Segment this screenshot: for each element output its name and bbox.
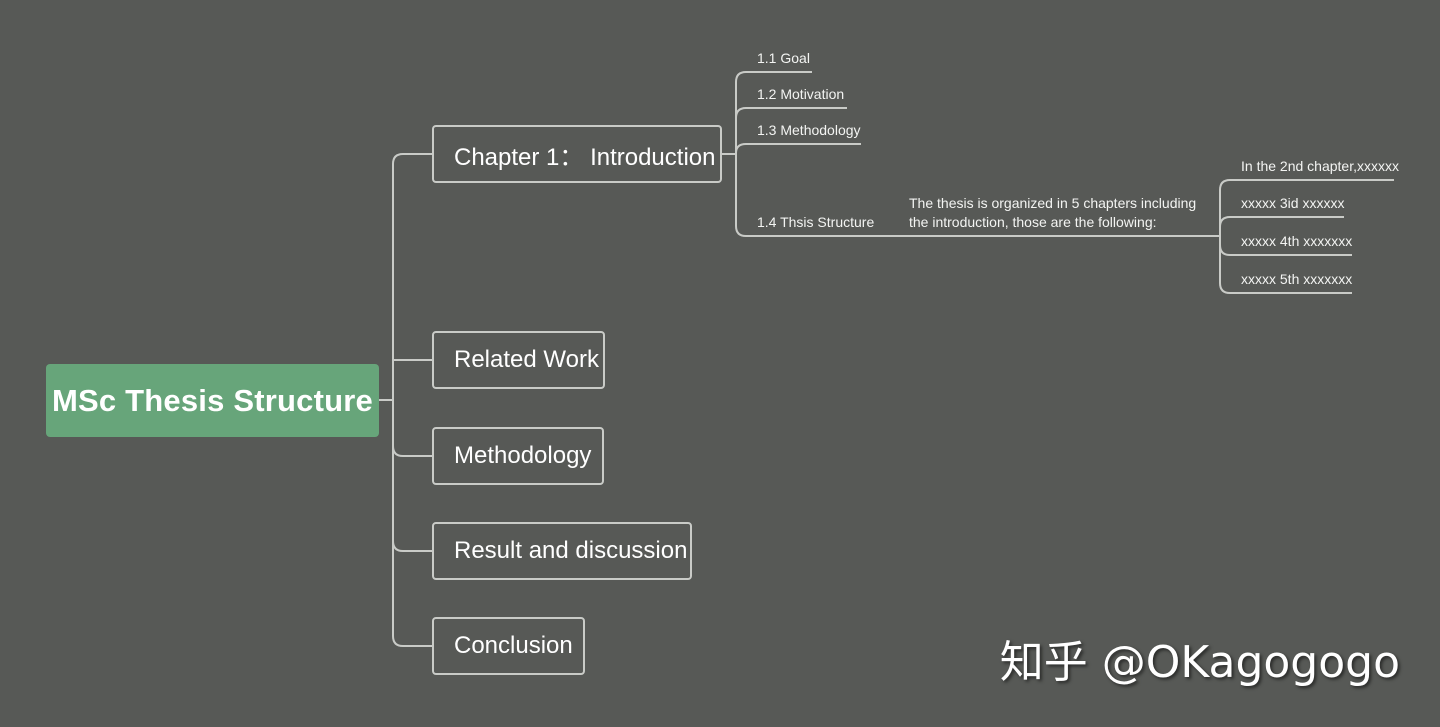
connector-chapter1 — [392, 153, 432, 400]
watermark: 知乎 @OKagogogo — [999, 637, 1400, 688]
chapter-3-note[interactable]: xxxxx 3id xxxxxx — [1241, 195, 1345, 211]
branch-related-work[interactable]: Related Work — [432, 331, 605, 389]
chapter-5-note[interactable]: xxxxx 5th xxxxxxx — [1241, 271, 1353, 287]
connector-ch5 — [1219, 236, 1352, 294]
connector-conclusion — [392, 400, 432, 647]
connector-ch3 — [1219, 216, 1344, 236]
connector-goal — [735, 71, 812, 154]
structure-description[interactable]: The thesis is organized in 5 chapters in… — [909, 195, 1197, 230]
chapter-2-note[interactable]: In the 2nd chapter,xxxxxx — [1241, 158, 1399, 174]
connector-ch2 — [1219, 179, 1394, 236]
branch-result-discussion[interactable]: Result and discussion — [432, 522, 692, 580]
connector-structure — [735, 154, 1220, 237]
connector-motivation — [735, 107, 847, 154]
root-node[interactable]: MSc Thesis Structure — [46, 364, 379, 437]
branch-conclusion[interactable]: Conclusion — [432, 617, 585, 675]
branch-methodology[interactable]: Methodology — [432, 427, 604, 485]
connector-methodology — [392, 400, 432, 457]
connector-methodology-sub — [735, 143, 861, 154]
subtopic-motivation[interactable]: 1.2 Motivation — [757, 86, 845, 102]
subtopic-thesis-structure[interactable]: 1.4 Thsis Structure — [757, 214, 875, 230]
connector-result — [392, 400, 432, 552]
subtopic-goal[interactable]: 1.1 Goal — [757, 50, 810, 66]
subtopic-methodology[interactable]: 1.3 Methodology — [757, 122, 861, 138]
branch-chapter1[interactable]: Chapter 1： Introduction — [432, 125, 722, 183]
chapter-4-note[interactable]: xxxxx 4th xxxxxxx — [1241, 233, 1353, 249]
